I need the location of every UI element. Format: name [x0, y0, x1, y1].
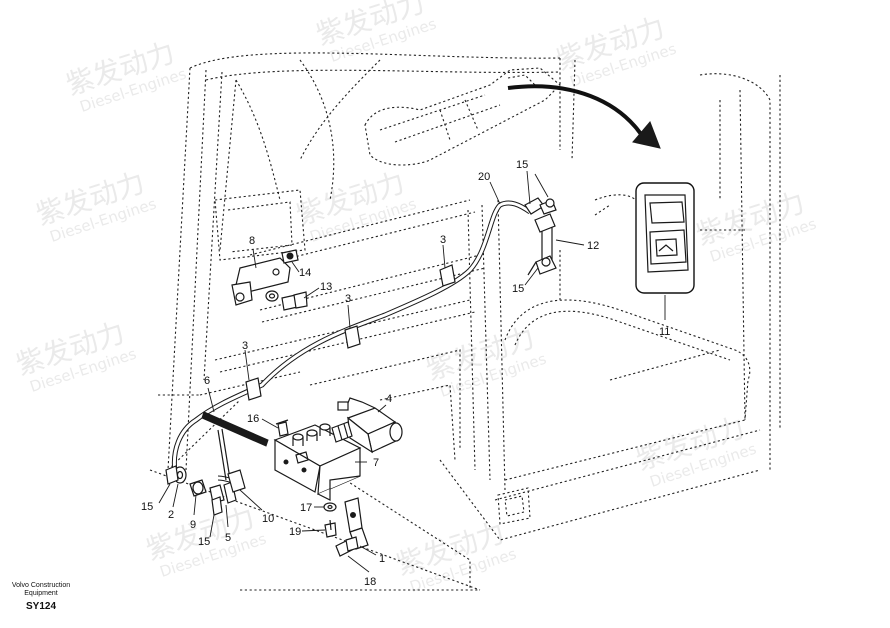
washer-tank: [273, 423, 362, 501]
watermark: 紫发动力 Diesel-Engines: [32, 166, 159, 246]
callout-7: 7: [373, 457, 379, 469]
watermark: 紫发动力 Diesel-Engines: [552, 11, 679, 91]
callout-16: 16: [247, 413, 259, 425]
wiper-switch-detail: [635, 182, 695, 320]
callout-3: 3: [440, 234, 446, 246]
overhead-console: [364, 67, 561, 166]
watermark-layer: 紫发动力 Diesel-Engines 紫发动力 Diesel-Engines …: [12, 0, 819, 596]
callout-2: 2: [168, 509, 174, 521]
screw-16: [275, 419, 289, 437]
detail-arrow: [507, 84, 661, 149]
lower-bracket: [323, 497, 369, 557]
callout-5: 5: [225, 532, 231, 544]
callout-15: 15: [141, 501, 153, 513]
watermark: 紫发动力 Diesel-Engines: [62, 36, 189, 116]
callout-9: 9: [190, 519, 196, 531]
wiper-blade: [201, 411, 269, 481]
callout-13: 13: [320, 281, 332, 293]
caption-division: Equipment: [24, 590, 58, 597]
callout-19: 19: [289, 526, 301, 538]
callout-4: 4: [386, 393, 392, 405]
callout-8: 8: [249, 235, 255, 247]
washer-hose: [171, 200, 532, 485]
callouts: 1 2 3 3 3 4 5 6 7 8 9 10 11 12 13 14 15 …: [141, 159, 670, 588]
callout-11: 11: [659, 326, 670, 338]
callout-10: 10: [262, 513, 274, 525]
caption-code: SY124: [25, 601, 57, 612]
watermark: 紫发动力 Diesel-Engines: [392, 516, 519, 596]
wiper-pivot: [165, 465, 246, 516]
callout-20: 20: [478, 171, 490, 183]
callout-6: 6: [204, 375, 210, 387]
watermark: 紫发动力 Diesel-Engines: [692, 186, 819, 266]
callout-15: 15: [516, 159, 528, 171]
washer-pump-motor: [331, 397, 403, 454]
hose-clamps: [245, 264, 456, 401]
callout-3: 3: [345, 293, 351, 305]
leader-lines: [158, 170, 585, 573]
bracket-assembly: [231, 249, 308, 311]
callout-15: 15: [198, 536, 210, 548]
callout-1: 1: [379, 553, 385, 565]
callout-14: 14: [299, 267, 311, 279]
callout-15: 15: [512, 283, 524, 295]
callout-18: 18: [364, 576, 376, 588]
diagram-caption: Volvo Construction Equipment SY124: [6, 582, 76, 614]
watermark: 紫发动力 Diesel-Engines: [12, 316, 139, 396]
callout-3: 3: [242, 340, 248, 352]
caption-company: Volvo Construction: [11, 582, 71, 589]
callout-12: 12: [587, 240, 599, 252]
watermark: 紫发动力 Diesel-Engines: [312, 0, 439, 66]
hose-fittings: [524, 197, 557, 276]
callout-17: 17: [300, 502, 312, 514]
watermark: 紫发动力 Diesel-Engines: [292, 166, 419, 246]
